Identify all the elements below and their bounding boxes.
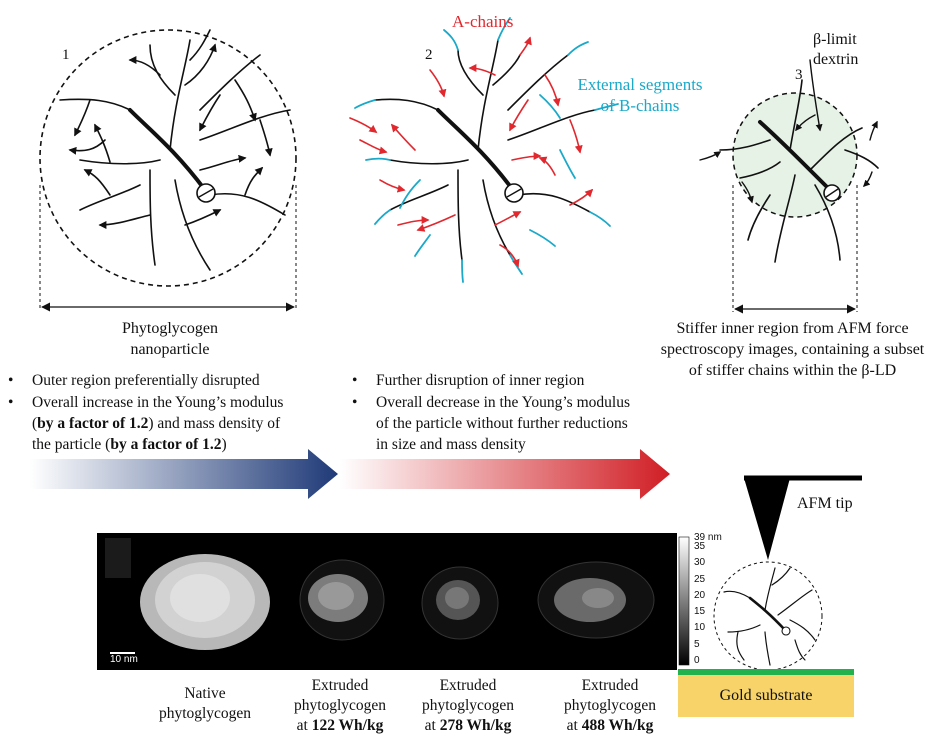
factor-bold: by a factor of 1.2: [37, 415, 149, 432]
left-bullet-1-text: Outer region preferentially disrupted: [32, 372, 260, 389]
afm-particle-488: [537, 561, 655, 639]
particle-1-number: 1: [62, 47, 70, 63]
caption-278-line3: at 278 Wh/kg: [424, 717, 512, 734]
caption-native-line1: Native: [184, 685, 226, 702]
caption-122-line3: at 122 Wh/kg: [296, 717, 384, 734]
left-bullet-2-line3: the particle (by a factor of 1.2): [32, 436, 227, 453]
process-arrow-blue: [30, 449, 338, 499]
caption-488: Extruded phytoglycogen at 488 Wh/kg: [540, 676, 680, 736]
colorbar-tick-30: 30: [694, 557, 706, 569]
caption-488-line2: phytoglycogen: [563, 697, 657, 714]
right-bullet-2: • Overall decrease in the Young’s modulu…: [352, 392, 682, 455]
caption-122-line1: Extruded: [311, 677, 369, 694]
left-bullet-1: • Outer region preferentially disrupted: [8, 370, 338, 391]
stiff-line3: of stiffer chains within the β-LD: [688, 362, 897, 379]
afm-tip-label: AFM tip: [797, 495, 853, 512]
particle-2-number: 2: [425, 47, 433, 63]
afm-tip-icon: [744, 478, 790, 560]
afm-native-particle: [140, 554, 270, 650]
right-bullet-2-line3: in size and mass density: [376, 436, 526, 453]
caption-278: Extruded phytoglycogen at 278 Wh/kg: [398, 676, 538, 736]
caption-278-line1: Extruded: [439, 677, 497, 694]
caption-native-line2: phytoglycogen: [158, 705, 252, 722]
right-bullet-2-line1: Overall decrease in the Young’s modulus: [376, 394, 630, 411]
caption-native: Native phytoglycogen: [135, 684, 275, 724]
afm-image-strip: [97, 533, 677, 670]
factor-bold: by a factor of 1.2: [110, 436, 222, 453]
a-chains-label: A-chains: [452, 12, 514, 31]
afm-particle-278: [421, 566, 499, 640]
bullet-glyph: •: [352, 372, 358, 389]
beta-limit-line2: dextrin: [813, 51, 859, 68]
particle-2-disrupted-structure: [349, 17, 619, 283]
caption-278-energy: 278 Wh/kg: [439, 717, 512, 734]
bullet-glyph: •: [8, 372, 14, 389]
colorbar-max-label: 39 nm: [694, 532, 722, 543]
colorbar-tick-25: 25: [694, 573, 706, 585]
caption-278-line2: phytoglycogen: [421, 697, 515, 714]
process-arrow-red: [340, 449, 670, 499]
right-bullet-1-text: Further disruption of inner region: [376, 372, 585, 389]
external-segments-line1: External segments: [577, 75, 703, 94]
height-colorbar: [678, 536, 690, 666]
colorbar-tick-15: 15: [694, 606, 706, 618]
afm-particle-122: [299, 559, 385, 641]
caption-488-energy: 488 Wh/kg: [581, 717, 654, 734]
substrate-green-strip: [678, 669, 854, 675]
afm-schematic: [678, 475, 862, 717]
caption-122-line2: phytoglycogen: [293, 697, 387, 714]
phyto-line1: Phytoglycogen: [122, 320, 218, 337]
colorbar-tick-35: 35: [694, 541, 706, 552]
phyto-line2: nanoparticle: [130, 341, 210, 358]
inner-region-diameter-marker: [732, 185, 858, 314]
caption-122-energy: 122 Wh/kg: [311, 717, 384, 734]
external-segments-label: External segments of B-chains: [565, 74, 715, 116]
particle-1-diameter-marker: [39, 185, 297, 312]
colorbar-tick-20: 20: [694, 589, 706, 601]
colorbar-tick-5: 5: [694, 638, 700, 650]
right-bullet-1: • Further disruption of inner region: [352, 370, 682, 391]
afm-sample-particle: [713, 561, 823, 671]
scale-bar-label: 10 nm: [110, 654, 138, 665]
caption-122: Extruded phytoglycogen at 122 Wh/kg: [270, 676, 410, 736]
particle-1-native-structure: [39, 29, 297, 287]
gold-substrate-block: [678, 675, 854, 717]
stiff-line1: Stiffer inner region from AFM force: [676, 320, 909, 337]
particle-3-beta-limit-dextrin: [699, 59, 879, 263]
left-bullet-2-line2: (by a factor of 1.2) and mass density of: [32, 415, 281, 432]
caption-488-line3: at 488 Wh/kg: [566, 717, 654, 734]
phytoglycogen-nanoparticle-label: Phytoglycogen nanoparticle: [80, 318, 260, 360]
stiffer-inner-region-label: Stiffer inner region from AFM force spec…: [640, 318, 945, 381]
external-segments-line2: of B-chains: [600, 96, 680, 115]
bullet-glyph: •: [8, 394, 14, 411]
colorbar-tick-0: 0: [694, 655, 700, 666]
particle-3-number: 3: [795, 67, 803, 83]
left-bullet-2: • Overall increase in the Young’s modulu…: [8, 392, 338, 455]
stiff-line2: spectroscopy images, containing a subset: [660, 341, 925, 358]
caption-488-line1: Extruded: [581, 677, 639, 694]
gold-substrate-label: Gold substrate: [719, 687, 813, 704]
right-bullet-2-line2: of the particle without further reductio…: [376, 415, 628, 432]
beta-limit-dextrin-label: β-limit dextrin: [813, 30, 858, 70]
left-bullet-2-line1: Overall increase in the Young’s modulus: [32, 394, 284, 411]
bullet-glyph: •: [352, 394, 358, 411]
beta-limit-line1: β-limit: [813, 31, 857, 48]
colorbar-tick-10: 10: [694, 622, 706, 634]
